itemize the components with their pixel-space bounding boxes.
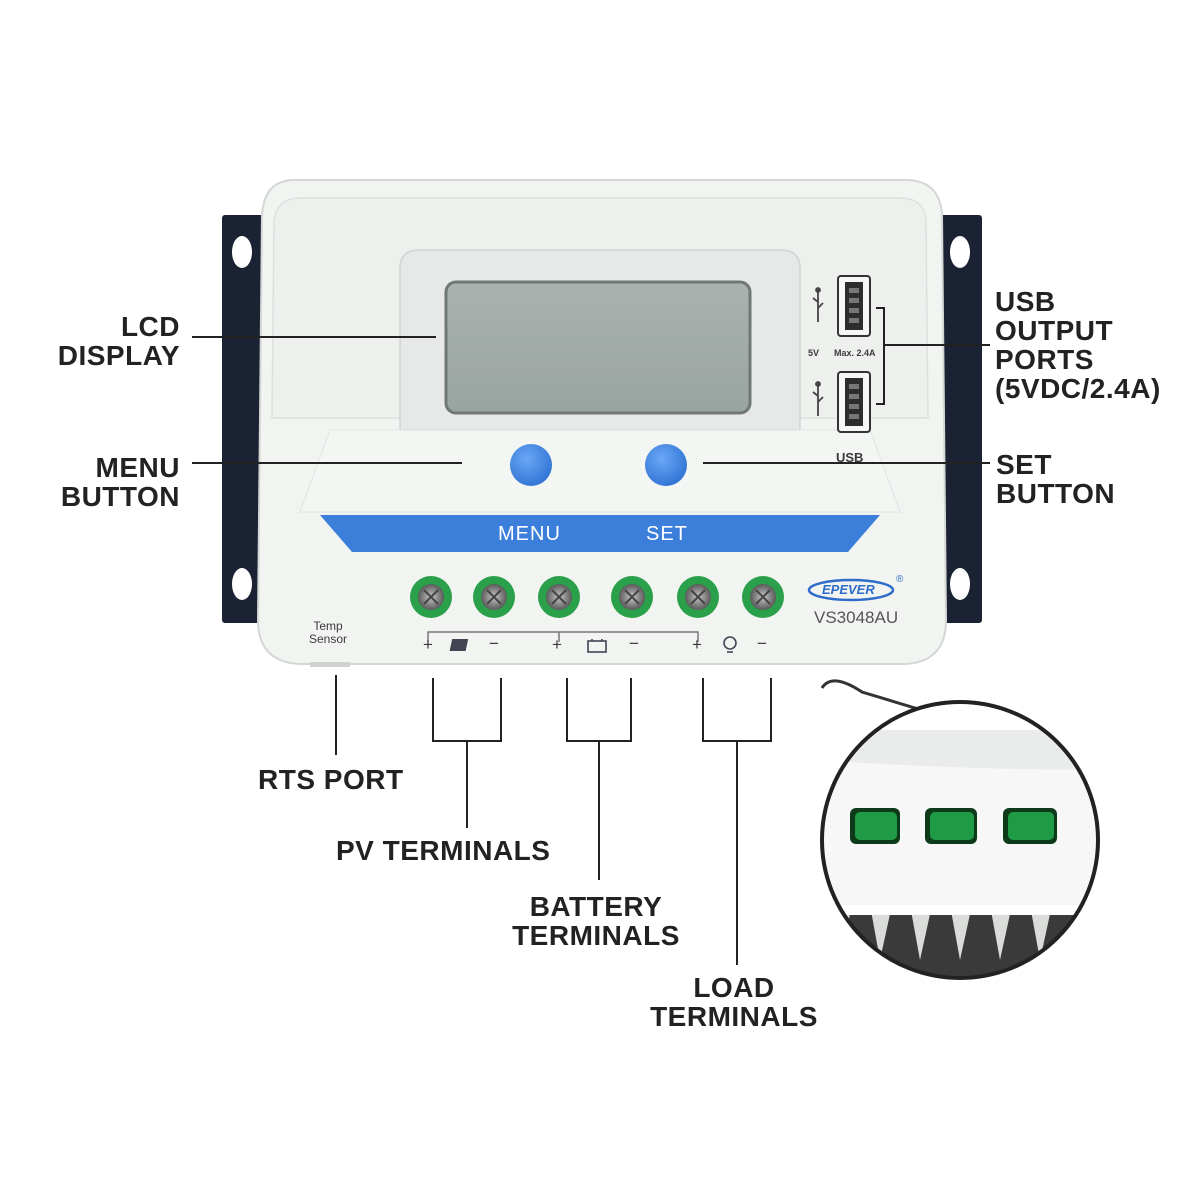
load-negative-sign: − — [757, 634, 767, 653]
light-bulb-icon — [723, 636, 737, 653]
pv-positive-terminal[interactable] — [410, 576, 452, 618]
usb-label: USB — [836, 450, 864, 465]
epever-logo — [807, 578, 895, 602]
usb-trident-icon — [812, 287, 824, 322]
menu-strip-label: MENU — [498, 523, 561, 545]
terminal-screws — [410, 576, 784, 618]
rts-port-callout: RTS PORT — [258, 764, 404, 795]
lcd-screen — [444, 280, 752, 415]
button-label-strip — [320, 515, 880, 552]
battery-icon — [587, 639, 607, 653]
pv-positive-sign: + — [423, 635, 433, 654]
load-positive-terminal[interactable] — [677, 576, 719, 618]
load-negative-terminal[interactable] — [742, 576, 784, 618]
load-positive-sign: + — [692, 635, 702, 654]
pv-negative-sign: − — [489, 634, 499, 653]
zoom-inset — [820, 679, 1100, 980]
temp-sensor-label: Temp Sensor — [308, 619, 348, 646]
mounting-bracket-left — [222, 215, 264, 623]
usb-trident-icon — [812, 381, 824, 416]
set-strip-label: SET — [646, 523, 688, 545]
brand-name: EPEVER — [822, 582, 875, 597]
brand-registered-mark: ® — [896, 574, 904, 585]
battery-negative-sign: − — [629, 634, 639, 653]
terminal-group-line — [427, 631, 699, 642]
mounting-bracket-right — [940, 215, 982, 623]
model-number: VS3048AU — [814, 608, 899, 627]
battery-positive-terminal[interactable] — [538, 576, 580, 618]
pv-terminals-callout: PV TERMINALS — [336, 835, 551, 866]
battery-positive-sign: + — [552, 635, 562, 654]
usb-port-upper[interactable] — [837, 275, 871, 337]
usb-port-lower[interactable] — [837, 371, 871, 433]
rts-port[interactable] — [310, 662, 350, 667]
usb-max-current-label: Max. 2.4A — [834, 348, 876, 358]
set-button[interactable] — [645, 444, 687, 486]
solar-panel-icon — [449, 639, 469, 651]
battery-negative-terminal[interactable] — [611, 576, 653, 618]
leader-lines — [192, 307, 990, 965]
menu-button[interactable] — [510, 444, 552, 486]
usb-voltage-label: 5V — [808, 348, 820, 358]
pv-negative-terminal[interactable] — [473, 576, 515, 618]
